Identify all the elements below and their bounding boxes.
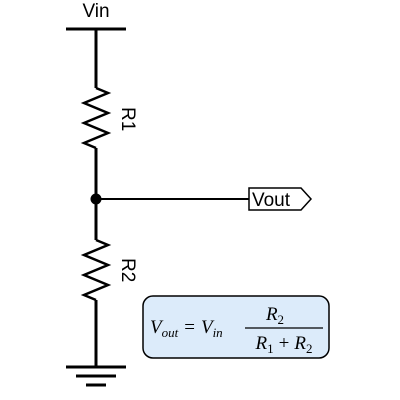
formula-den-var2: R — [293, 333, 306, 354]
formula-box-frame — [142, 295, 330, 359]
formula-box: Vout=Vin R2 R1+R2 — [142, 295, 330, 359]
supply-label: Vin — [82, 1, 109, 22]
formula-lhs: Vout = Vin — [150, 317, 223, 340]
output-port-shape — [248, 187, 313, 211]
formula-coef-sub: in — [213, 325, 223, 340]
formula-lhs-var: V — [150, 317, 164, 338]
formula-num-sub: 2 — [278, 312, 285, 327]
formula-coef-var: V — [201, 317, 215, 338]
formula-denominator: R1+R2 — [255, 333, 313, 356]
ground-icon — [66, 365, 126, 387]
resistor-r2-label: R2 — [117, 258, 138, 282]
resistor-r2 — [80, 238, 112, 302]
output-label: Vout — [252, 190, 291, 211]
formula-numerator: R2 — [265, 304, 284, 327]
formula-den-var1: R — [255, 333, 268, 354]
formula-plus: + — [279, 333, 290, 354]
resistor-r1-label: R1 — [117, 107, 138, 131]
formula-den-sub1: 1 — [267, 341, 274, 356]
formula-lhs-sub: out — [162, 325, 179, 340]
output-port: Vout — [248, 187, 313, 211]
formula-num-var: R — [265, 304, 278, 325]
formula-equals: = — [184, 317, 195, 338]
resistor-r1 — [80, 86, 112, 150]
formula-den-sub2: 2 — [306, 341, 313, 356]
